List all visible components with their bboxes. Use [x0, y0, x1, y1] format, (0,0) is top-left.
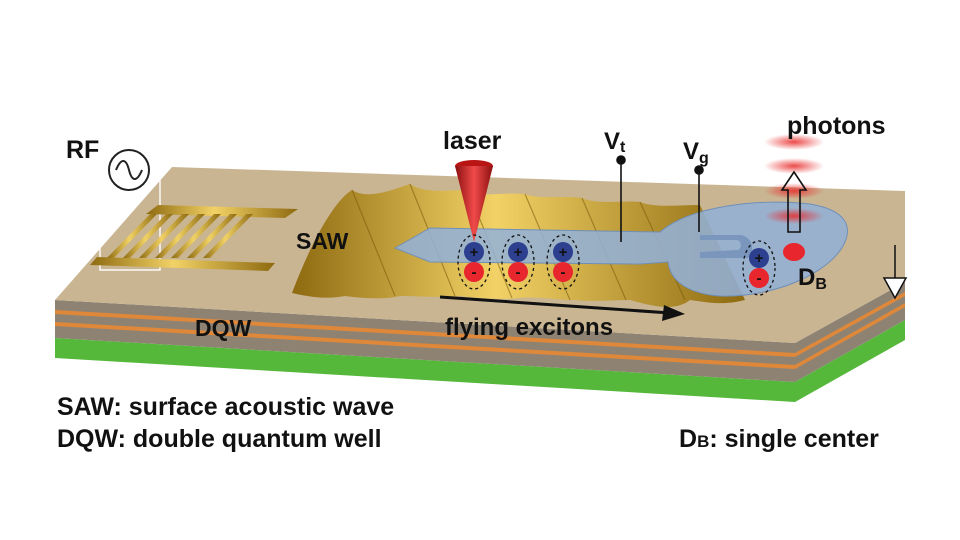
legend-dqw: DQW: double quantum well: [57, 425, 382, 453]
hole-sign: +: [470, 244, 479, 261]
idt-finger: [203, 214, 253, 258]
flying-exciton: + -: [501, 234, 535, 290]
idt-finger: [187, 214, 237, 258]
vt-terminal: [616, 155, 626, 165]
electron-sign: -: [561, 264, 566, 281]
hole-sign: +: [755, 250, 764, 267]
flying-exciton: + -: [457, 234, 491, 290]
photon-glow: [764, 208, 824, 224]
laser-beam: [455, 160, 493, 242]
hole-icon: [508, 242, 528, 262]
exciton-outline: [742, 240, 776, 296]
rf-source: [99, 149, 161, 271]
electron-sign: -: [757, 270, 762, 287]
arrow-head-icon: [662, 305, 685, 321]
legend-db-text: : single center: [709, 425, 879, 453]
hole-sign: +: [559, 244, 568, 261]
trapped-exciton: + -: [742, 240, 776, 296]
idt-bottom-bus: [90, 257, 275, 271]
hole-sign: +: [514, 244, 523, 261]
flying-excitons-label: flying excitons: [445, 314, 613, 341]
idt-finger: [123, 214, 173, 258]
vt-label: Vt: [604, 128, 626, 156]
photon-glow: [764, 158, 824, 174]
vg-label: Vg: [683, 138, 709, 167]
flying-exciton: + -: [546, 234, 580, 290]
photon-glow: [764, 183, 824, 199]
ground-icon: [882, 245, 908, 300]
legend-db-sub: B: [697, 432, 710, 451]
trap-gate-notch: [700, 235, 753, 258]
interdigital-transducer: [90, 205, 298, 271]
electron-icon: [508, 262, 528, 282]
base-layer: [55, 320, 905, 402]
arrow-shaft: [439, 295, 671, 315]
electron-sign: -: [472, 264, 477, 281]
electron-icon: [749, 268, 769, 288]
double-quantum-well-layers: [55, 282, 905, 382]
saw-crest-line: [351, 189, 396, 297]
legend-saw: SAW: surface acoustic wave: [57, 393, 395, 421]
ground-triangle: [882, 277, 908, 300]
voltage-leads: [616, 155, 704, 242]
idt-finger: [171, 214, 221, 258]
laser-cone: [455, 166, 493, 242]
vg-terminal: [694, 165, 704, 175]
idt-finger: [139, 214, 189, 258]
hole-icon: [749, 248, 769, 268]
electron-icon: [553, 262, 573, 282]
legend-db-main: D: [679, 425, 698, 453]
db-label: DB: [798, 264, 827, 293]
electron-icon: [464, 262, 484, 282]
photon-glow: [764, 134, 824, 150]
gate-electrode: [393, 201, 848, 297]
laser-label: laser: [443, 127, 502, 155]
exciton-channel: [393, 201, 848, 297]
saw-label: SAW: [296, 228, 349, 254]
emitted-photons: [764, 134, 824, 233]
photons-label: photons: [787, 112, 886, 140]
idt-finger: [107, 214, 157, 258]
sine-wave-icon: [115, 160, 143, 180]
exciton-outline: [501, 234, 535, 290]
propagation-arrow: [439, 295, 685, 321]
electron-sign: -: [516, 264, 521, 281]
idt-finger: [155, 214, 205, 258]
rf-label: RF: [66, 136, 99, 164]
exciton-outline: [457, 234, 491, 290]
dqw-label: DQW: [195, 315, 252, 341]
legend-db: DB: single center: [679, 425, 879, 454]
single-center-dot: [783, 243, 805, 261]
exciton-outline: [546, 234, 580, 290]
photon-emission-arrow-icon: [780, 170, 808, 233]
hole-icon: [464, 242, 484, 262]
hole-icon: [553, 242, 573, 262]
